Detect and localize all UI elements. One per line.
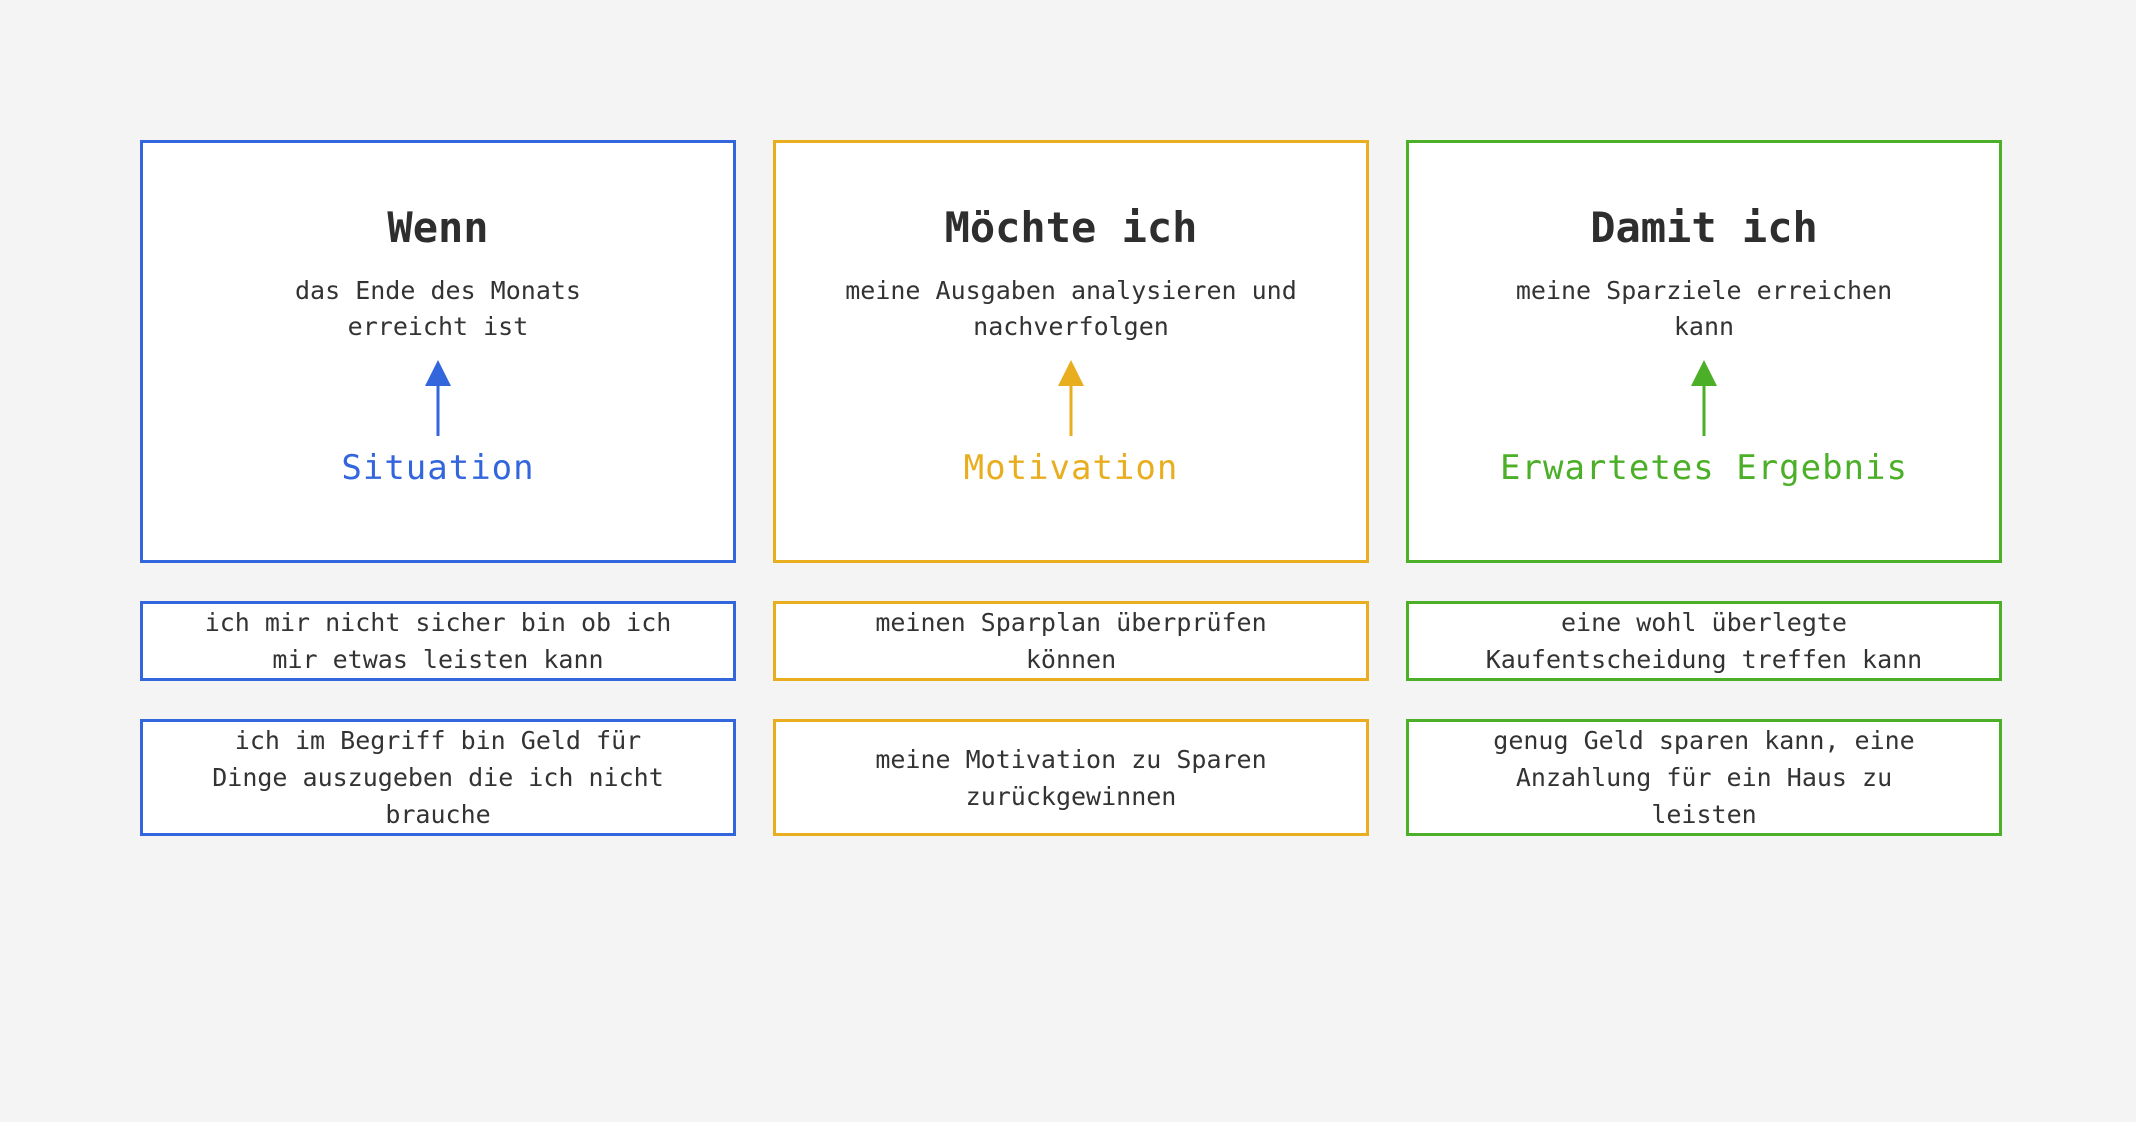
detail-text: ich mir nicht sicher bin ob ich mir etwa… (204, 608, 672, 674)
header-label: Motivation (963, 447, 1179, 488)
card-grid: Wenn das Ende des Monats erreicht ist Si… (140, 140, 2002, 836)
header-subtitle: meine Sparziele erreichen kann (1515, 276, 1893, 342)
header-title: Wenn (387, 203, 489, 252)
header-label: Erwartetes Ergebnis (1500, 447, 1908, 488)
arrow-up-icon (1689, 359, 1719, 438)
detail-card-motivation-1[interactable]: meinen Sparplan überprüfen können (773, 601, 1369, 681)
detail-card-situation-1[interactable]: ich mir nicht sicher bin ob ich mir etwa… (140, 601, 736, 681)
header-subtitle: meine Ausgaben analysieren und nachverfo… (845, 276, 1297, 342)
detail-card-outcome-2[interactable]: genug Geld sparen kann, eine Anzahlung f… (1406, 719, 2002, 836)
detail-card-situation-2[interactable]: ich im Begriff bin Geld für Dinge auszug… (140, 719, 736, 836)
header-card-situation[interactable]: Wenn das Ende des Monats erreicht ist Si… (140, 140, 736, 563)
header-card-outcome[interactable]: Damit ich meine Sparziele erreichen kann… (1406, 140, 2002, 563)
arrow-up-icon (423, 359, 453, 438)
detail-text: meine Motivation zu Sparen zurückgewinne… (875, 744, 1267, 811)
detail-card-motivation-2[interactable]: meine Motivation zu Sparen zurückgewinne… (773, 719, 1369, 836)
header-title: Damit ich (1590, 203, 1818, 252)
detail-card-outcome-1[interactable]: eine wohl überlegte Kaufentscheidung tre… (1406, 601, 2002, 681)
arrow-up-icon (1056, 359, 1086, 438)
detail-text: genug Geld sparen kann, eine Anzahlung f… (1493, 726, 1915, 829)
header-title: Möchte ich (944, 203, 1198, 252)
header-label: Situation (341, 447, 535, 488)
header-card-motivation[interactable]: Möchte ich meine Ausgaben analysieren un… (773, 140, 1369, 563)
detail-text: ich im Begriff bin Geld für Dinge auszug… (212, 726, 664, 829)
header-subtitle: das Ende des Monats erreicht ist (295, 276, 581, 342)
detail-text: meinen Sparplan überprüfen können (875, 608, 1267, 674)
detail-text: eine wohl überlegte Kaufentscheidung tre… (1485, 608, 1923, 674)
